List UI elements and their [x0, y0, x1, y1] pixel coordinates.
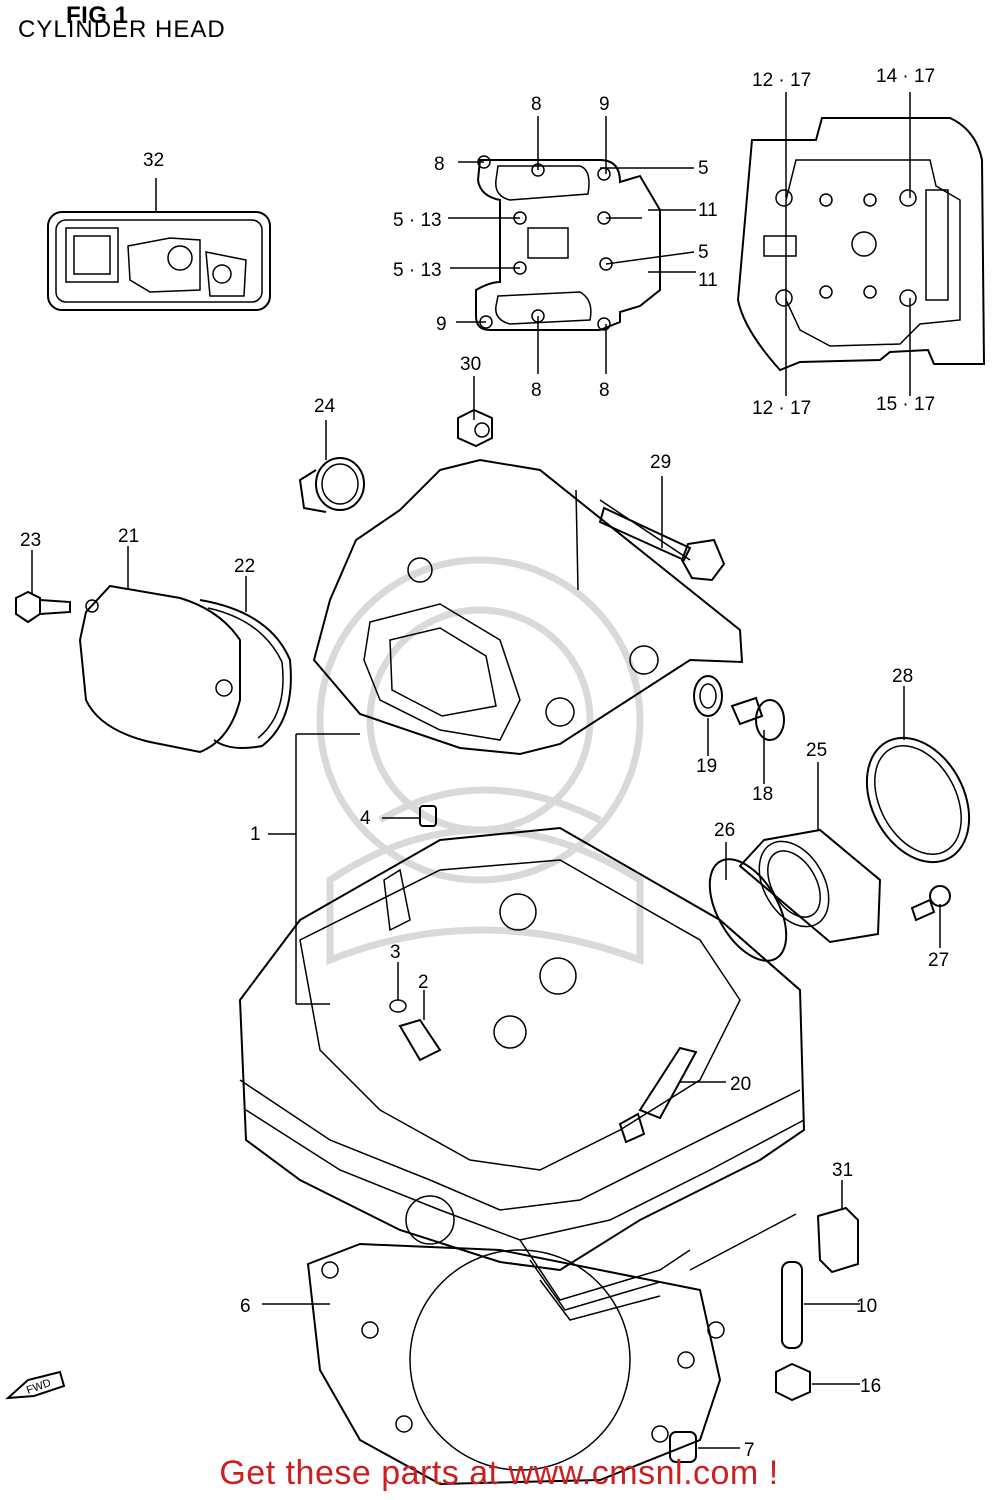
- callout-5-upper: 5: [698, 158, 709, 179]
- callout-32: 32: [143, 150, 164, 171]
- part-23-bolt: [15, 590, 71, 624]
- cylinder-head-top-view: [736, 117, 986, 372]
- callout-1: 1: [250, 824, 261, 845]
- callout-8-bottom-left: 8: [531, 380, 542, 401]
- callout-23: 23: [20, 530, 41, 551]
- footer-parts-link[interactable]: Get these parts at www.cmsnl.com !: [219, 1454, 779, 1492]
- figure-number: FIG 1: [66, 2, 129, 29]
- callout-15-17: 15 · 17: [876, 394, 935, 415]
- cylinder-head-part: [238, 826, 806, 1321]
- leader-lines: [31, 92, 941, 1449]
- callout-29: 29: [650, 452, 671, 473]
- part-6-cylinder-gasket: [306, 1242, 725, 1486]
- part-22-gasket: [199, 599, 292, 749]
- callout-25: 25: [806, 740, 827, 761]
- callout-8-left-upper: 8: [434, 154, 445, 175]
- part-16-nut: [775, 1362, 811, 1402]
- callout-30: 30: [460, 354, 481, 375]
- fwd-arrow-icon: FWD: [5, 1370, 66, 1400]
- part-21-cap-cover: [78, 584, 241, 754]
- callout-11-upper: 11: [698, 200, 718, 221]
- callout-2: 2: [418, 972, 429, 993]
- callout-19: 19: [696, 756, 717, 777]
- callout-4: 4: [360, 808, 371, 829]
- callout-5-13-lower: 5 · 13: [393, 260, 442, 281]
- callout-12-17-top: 12 · 17: [752, 70, 811, 91]
- part-19-washer: [693, 675, 723, 717]
- callout-6: 6: [240, 1296, 251, 1317]
- part-26-o-ring: [708, 858, 788, 962]
- callout-5-lower: 5: [698, 242, 709, 263]
- part-27-screw: [910, 885, 951, 922]
- callout-7: 7: [744, 1440, 755, 1461]
- callout-11-lower: 11: [698, 270, 718, 291]
- part-18-plug: [730, 696, 785, 741]
- callout-5-13-upper: 5 · 13: [393, 210, 442, 231]
- callout-21: 21: [118, 526, 139, 547]
- callout-12-17-bottom: 12 · 17: [752, 398, 811, 419]
- part-10-stud: [781, 1261, 803, 1349]
- gasket-set-part: [47, 211, 271, 311]
- callout-20: 20: [730, 1074, 751, 1095]
- figure-subtitle: CYLINDER HEAD: [18, 16, 226, 43]
- callout-8-top-left: 8: [531, 94, 542, 115]
- part-2-3-valve-guide: [389, 999, 442, 1062]
- watermark-logo: [316, 556, 644, 966]
- callout-10: 10: [856, 1296, 877, 1317]
- callout-9-lower: 9: [436, 314, 447, 335]
- part-25-intake-pipe: [738, 828, 882, 944]
- part-20-spark-plug: [618, 1046, 698, 1144]
- callout-labels: 32 8 9 8 5 5 · 13 11 5 5 · 13 11 9 8 8 1…: [20, 66, 949, 1461]
- callout-27: 27: [928, 950, 949, 971]
- callout-31: 31: [832, 1160, 853, 1181]
- part-7-dowel: [669, 1431, 697, 1463]
- callout-28: 28: [892, 666, 913, 687]
- part-30-nut: [457, 408, 493, 448]
- part-28-clamp: [865, 736, 971, 864]
- part-24-bushing: [298, 457, 365, 513]
- callout-18: 18: [752, 784, 773, 805]
- callout-3: 3: [390, 942, 401, 963]
- callout-24: 24: [314, 396, 336, 417]
- part-4-dowel: [419, 805, 437, 827]
- rocker-housing-part: [312, 458, 744, 756]
- callout-9-top: 9: [599, 94, 610, 115]
- callout-16: 16: [860, 1376, 881, 1397]
- callout-22: 22: [234, 556, 255, 577]
- callout-14-17: 14 · 17: [876, 66, 935, 87]
- callout-26: 26: [714, 820, 735, 841]
- callout-8-bottom-right: 8: [599, 380, 610, 401]
- head-cover-top-view: [475, 155, 661, 331]
- part-31-clip: [816, 1206, 859, 1274]
